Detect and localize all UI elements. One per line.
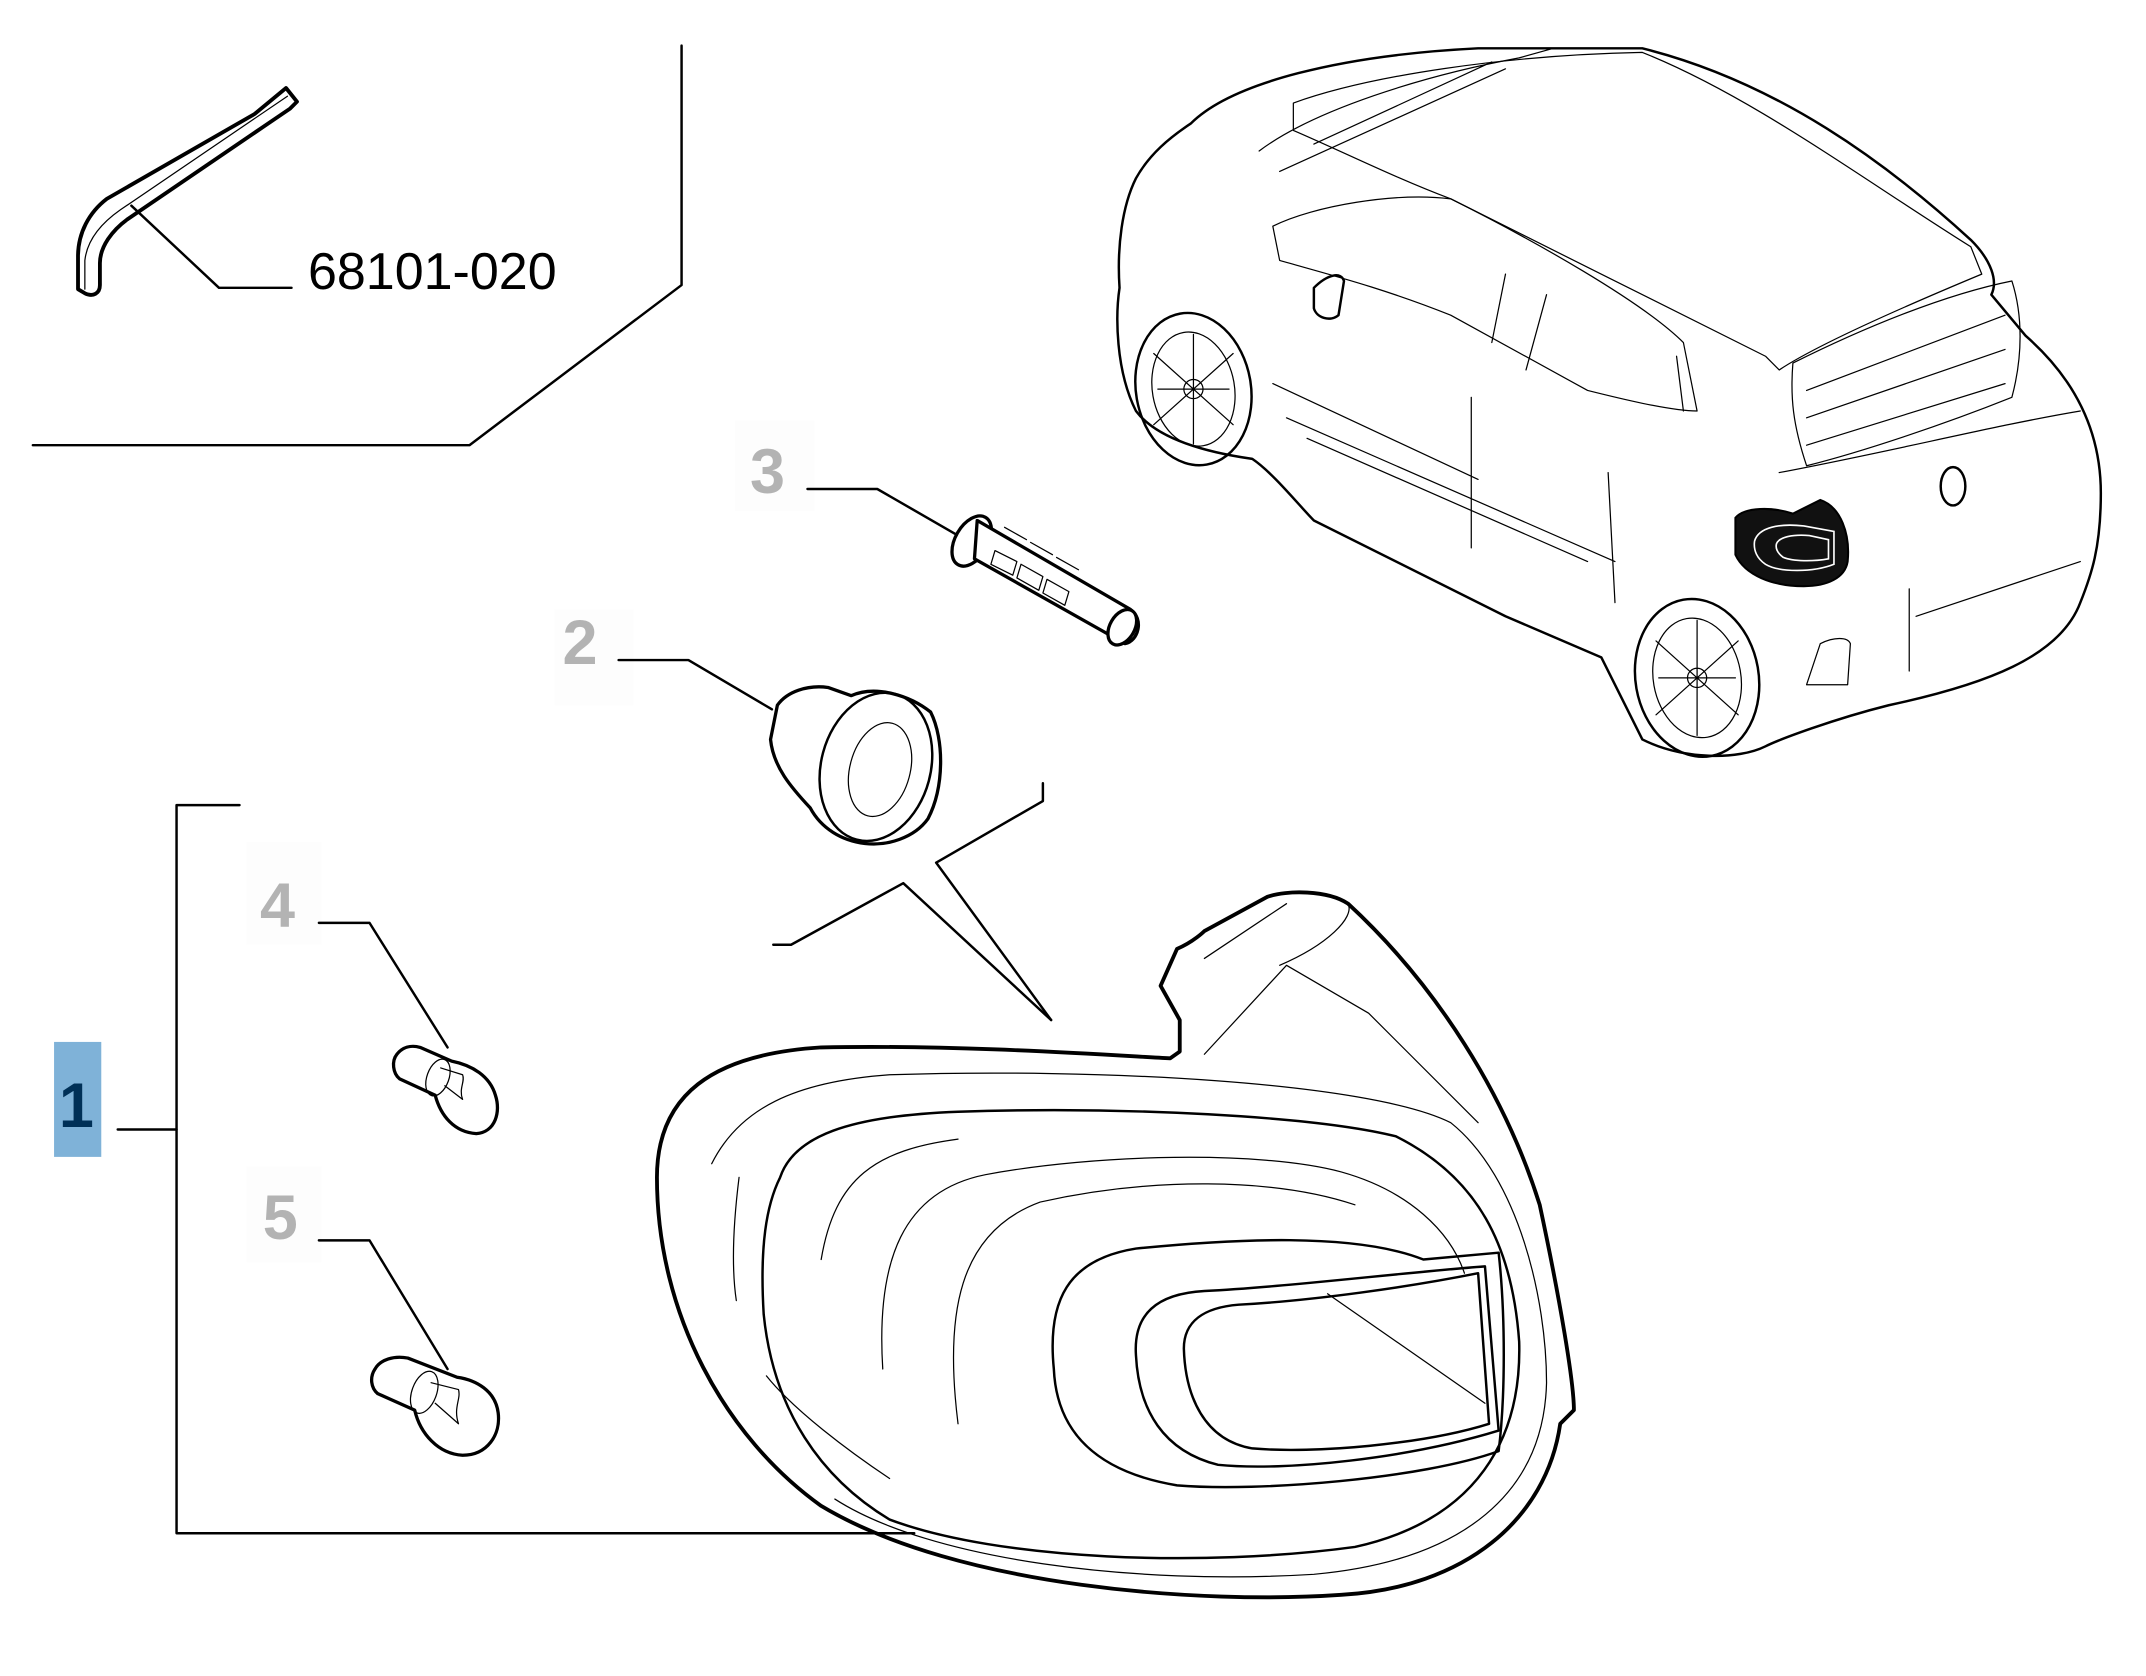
vehicle-rear-three-quarter-view-icon <box>1116 47 2103 759</box>
tool-inset-panel: 68101-020 <box>31 44 683 447</box>
callout-number-5[interactable]: 5 <box>263 1183 298 1253</box>
callout-1-highlight <box>54 1041 102 1157</box>
callout-3[interactable]: 3 <box>734 420 960 537</box>
callout-5[interactable]: 5 <box>246 1166 449 1371</box>
callout-number-1[interactable]: 1 <box>59 1071 94 1141</box>
leader-line-tool <box>130 204 293 290</box>
expansion-plug-icon <box>950 514 1141 647</box>
highlighted-tail-light-on-vehicle <box>1734 498 1850 588</box>
assembly-bracket <box>175 803 916 1535</box>
callout-number-2[interactable]: 2 <box>563 608 598 678</box>
callout-1[interactable]: 1 <box>54 803 916 1535</box>
leader-line-3 <box>806 487 960 537</box>
leader-line-5 <box>317 1239 449 1371</box>
tail-light-assembly-icon <box>655 890 1576 1600</box>
callout-number-4[interactable]: 4 <box>260 871 295 941</box>
callout-number-3[interactable]: 3 <box>750 437 785 507</box>
callout-4[interactable]: 4 <box>246 842 449 1049</box>
bulb-icon-5 <box>370 1355 501 1457</box>
mounting-pointer-lower <box>772 881 1053 1022</box>
grommet-icon <box>768 685 943 846</box>
leader-line-2 <box>617 658 774 711</box>
mounting-pointer-upper <box>934 782 1053 1022</box>
leader-line-4 <box>317 921 449 1049</box>
bulb-icon-4 <box>391 1044 500 1136</box>
tool-part-code: 68101-020 <box>308 243 557 301</box>
callout-2[interactable]: 2 <box>554 608 774 711</box>
inset-border <box>31 44 683 447</box>
hex-key-icon <box>76 86 299 297</box>
